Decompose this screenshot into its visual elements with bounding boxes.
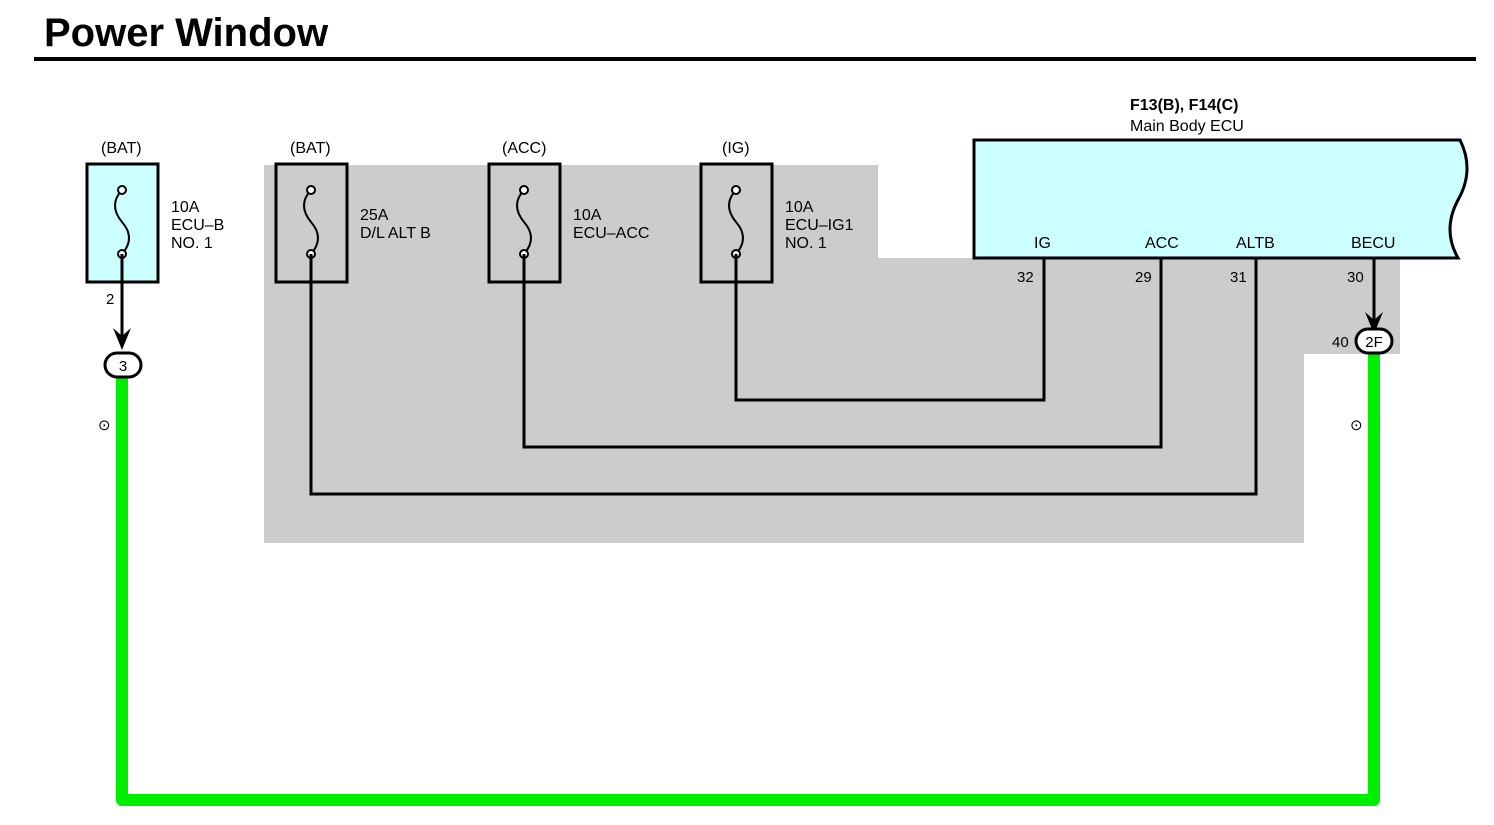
wire-mark-left: ⊙ <box>98 417 111 434</box>
connector-label: 3 <box>119 358 127 375</box>
fuse-icon <box>516 189 532 255</box>
fuse-icon <box>303 189 319 255</box>
fuse-icon <box>114 189 130 255</box>
wire-ig <box>734 254 1046 402</box>
ecu-connector-code: F13(B), F14(C) <box>1130 97 1238 114</box>
fuse-rating: 10A <box>573 207 602 224</box>
wire-mark-right: ⊙ <box>1350 417 1363 434</box>
fuse-name: ECU–IG1 <box>785 217 854 234</box>
fuse-source-label: (BAT) <box>290 140 331 157</box>
connector-shape <box>103 351 143 379</box>
wire-altb <box>309 254 1258 496</box>
fuse-rating: 10A <box>171 199 200 216</box>
fuse-name: ECU–B <box>171 217 224 234</box>
connector-pin: 40 <box>1332 334 1349 351</box>
connector-3: 3 <box>103 351 143 379</box>
connector-2f: 40 2F <box>1332 327 1394 355</box>
ecu-name: Main Body ECU <box>1130 118 1244 135</box>
wire-acc <box>522 254 1163 449</box>
ecu-terminal-becu: BECU <box>1351 235 1395 252</box>
fuse-source-label: (IG) <box>722 140 750 157</box>
fuse-ecu-ig1-no1: (IG) 10A ECU–IG1 NO. 1 <box>699 140 854 284</box>
arrow-down-icon <box>113 328 131 350</box>
ecu-pin-altb: 31 <box>1230 269 1247 286</box>
ecu-terminal-ig: IG <box>1034 235 1051 252</box>
fuse-rating: 10A <box>785 199 814 216</box>
connector-label: 2F <box>1365 334 1383 351</box>
fuse-number: NO. 1 <box>171 235 213 252</box>
fuse-source-label: (ACC) <box>502 140 546 157</box>
main-body-ecu-box <box>972 138 1469 260</box>
ecu-terminal-altb: ALTB <box>1236 235 1275 252</box>
arrow-down-icon <box>1365 312 1383 334</box>
title-underline <box>34 57 1476 61</box>
black-wires <box>120 254 1376 496</box>
fuse-source-label: (BAT) <box>101 140 142 157</box>
connector-shape <box>1354 327 1394 355</box>
fuse-number: NO. 1 <box>785 235 827 252</box>
page-title: Power Window <box>44 11 329 55</box>
ecu-pin-ig: 32 <box>1017 269 1034 286</box>
fuse-ecu-b-no1: (BAT) 10A ECU–B NO. 1 <box>85 140 224 284</box>
fuse-icon <box>728 189 744 255</box>
ecu-pin-becu: 30 <box>1347 269 1364 286</box>
fuse-name: ECU–ACC <box>573 225 649 242</box>
fuse-rating: 25A <box>360 207 389 224</box>
ecu-terminal-acc: ACC <box>1145 235 1179 252</box>
fuse-pin-number: 2 <box>106 291 114 308</box>
harness-wire <box>116 354 1380 806</box>
ecu-pin-acc: 29 <box>1135 269 1152 286</box>
fuse-name: D/L ALT B <box>360 225 431 242</box>
